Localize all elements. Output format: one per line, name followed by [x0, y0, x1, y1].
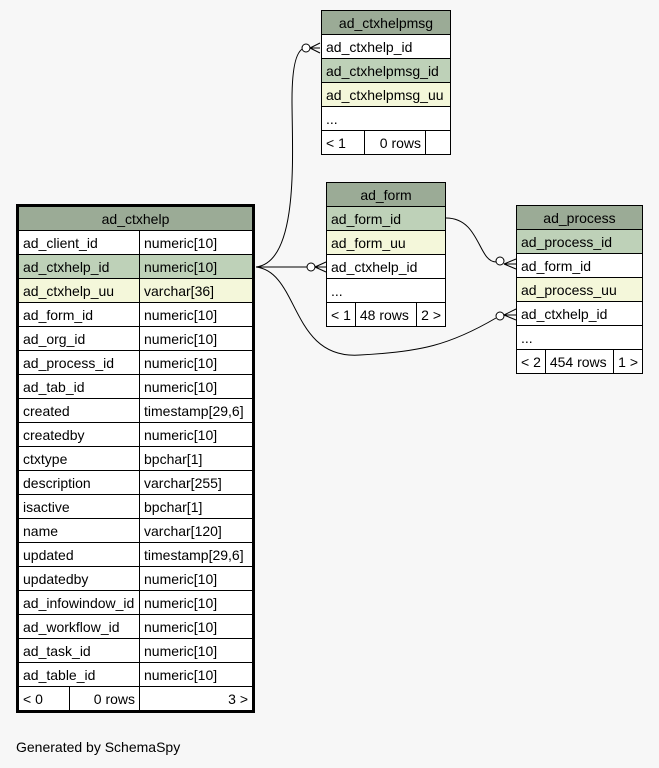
column-row: ...: [516, 325, 643, 350]
edge-ctxhelp-ctxhelpmsg: [255, 47, 307, 268]
column-type: numeric[10]: [139, 662, 254, 687]
column-name[interactable]: ad_table_id: [17, 662, 140, 687]
parents-count[interactable]: < 2: [516, 349, 546, 374]
column-type: numeric[10]: [139, 638, 254, 663]
column-type: numeric[10]: [139, 374, 254, 399]
column-type: numeric[10]: [139, 350, 254, 375]
column-name[interactable]: ad_form_id: [17, 302, 140, 327]
row-count: 454 rows: [544, 349, 615, 374]
generated-by-text: Generated by SchemaSpy: [16, 739, 181, 755]
edge-form-process: [445, 217, 497, 263]
column-type: varchar[120]: [139, 518, 254, 543]
edge-endpoint-circle: [301, 43, 311, 53]
column-name[interactable]: ad_org_id: [17, 326, 140, 351]
edge-endpoint-circle: [495, 256, 505, 266]
table-title[interactable]: ad_form: [326, 182, 446, 207]
table-title[interactable]: ad_ctxhelp: [17, 205, 254, 231]
column-name[interactable]: name: [17, 518, 140, 543]
column-row[interactable]: ad_form_id: [326, 206, 446, 231]
column-name[interactable]: ad_process_id: [17, 350, 140, 375]
column-name[interactable]: isactive: [17, 494, 140, 519]
column-name[interactable]: ad_workflow_id: [17, 614, 140, 639]
column-row[interactable]: ad_process_uu: [516, 277, 643, 302]
row-count: 0 rows: [69, 686, 140, 712]
column-name[interactable]: createdby: [17, 422, 140, 447]
parents-count[interactable]: < 0: [17, 686, 70, 712]
column-type: varchar[36]: [139, 278, 254, 303]
column-row: ...: [321, 106, 451, 131]
row-count: 48 rows: [354, 302, 418, 327]
children-count[interactable]: [425, 130, 451, 155]
children-count[interactable]: 1 >: [613, 349, 643, 374]
column-row[interactable]: ad_ctxhelp_id: [326, 254, 446, 279]
column-name[interactable]: ad_ctxhelp_uu: [17, 278, 140, 303]
column-row[interactable]: ad_ctxhelpmsg_uu: [321, 82, 451, 107]
edge-endpoint-circle: [495, 311, 505, 321]
table-ad-form[interactable]: ad_form ad_form_id ad_form_uu ad_ctxhelp…: [326, 182, 446, 327]
column-type: numeric[10]: [139, 590, 254, 615]
column-name[interactable]: ctxtype: [17, 446, 140, 471]
children-count[interactable]: 2 >: [416, 302, 446, 327]
column-name[interactable]: created: [17, 398, 140, 423]
column-type: numeric[10]: [139, 614, 254, 639]
column-type: numeric[10]: [139, 302, 254, 327]
row-count: 0 rows: [364, 130, 426, 155]
column-name[interactable]: ad_ctxhelp_id: [17, 254, 140, 279]
column-name[interactable]: ad_client_id: [17, 230, 140, 255]
edge-endpoint-circle: [306, 262, 316, 272]
parents-count[interactable]: < 1: [326, 302, 356, 327]
column-type: numeric[10]: [139, 326, 254, 351]
column-name[interactable]: ad_task_id: [17, 638, 140, 663]
column-type: numeric[10]: [139, 254, 254, 279]
column-type: timestamp[29,6]: [139, 542, 254, 567]
column-row[interactable]: ad_form_id: [516, 253, 643, 278]
column-type: bpchar[1]: [139, 446, 254, 471]
column-row[interactable]: ad_form_uu: [326, 230, 446, 255]
column-type: numeric[10]: [139, 422, 254, 447]
parents-count[interactable]: < 1: [321, 130, 365, 155]
table-ad-process[interactable]: ad_process ad_process_id ad_form_id ad_p…: [516, 205, 643, 374]
column-name[interactable]: ad_infowindow_id: [17, 590, 140, 615]
column-row[interactable]: ad_process_id: [516, 229, 643, 254]
column-row: ...: [326, 278, 446, 303]
table-title[interactable]: ad_ctxhelpmsg: [321, 10, 451, 35]
table-title[interactable]: ad_process: [516, 205, 643, 230]
column-row[interactable]: ad_ctxhelp_id: [321, 34, 451, 59]
children-count[interactable]: 3 >: [139, 686, 254, 712]
column-type: numeric[10]: [139, 230, 254, 255]
column-type: numeric[10]: [139, 566, 254, 591]
column-row[interactable]: ad_ctxhelpmsg_id: [321, 58, 451, 83]
column-name[interactable]: ad_tab_id: [17, 374, 140, 399]
column-name[interactable]: updatedby: [17, 566, 140, 591]
column-type: bpchar[1]: [139, 494, 254, 519]
table-ad-ctxhelpmsg[interactable]: ad_ctxhelpmsg ad_ctxhelp_id ad_ctxhelpms…: [321, 10, 451, 155]
column-type: timestamp[29,6]: [139, 398, 254, 423]
column-name[interactable]: updated: [17, 542, 140, 567]
edge-ctxhelp-process: [255, 266, 497, 356]
column-type: varchar[255]: [139, 470, 254, 495]
column-name[interactable]: description: [17, 470, 140, 495]
column-row[interactable]: ad_ctxhelp_id: [516, 301, 643, 326]
